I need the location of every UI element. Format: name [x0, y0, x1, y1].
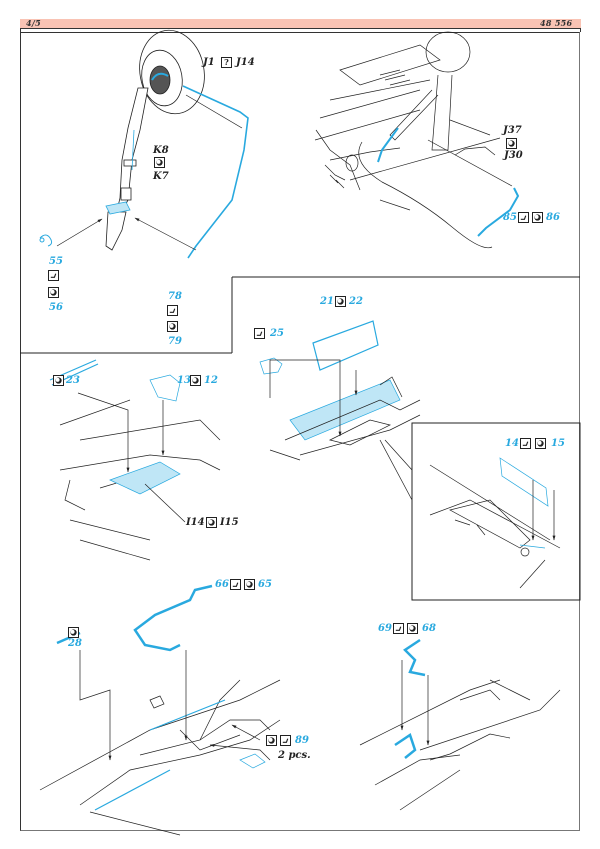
label-14: 14 [505, 438, 519, 449]
bend-icon [48, 270, 59, 281]
left-bay-drawing [49, 359, 221, 561]
page-number: 4/5 [26, 18, 41, 28]
label-15: 15 [551, 438, 565, 449]
panel-dividers [20, 276, 581, 601]
bay-leaders [427, 119, 513, 187]
label-J1: J1 [203, 57, 215, 68]
fold-icon [266, 735, 277, 746]
fold-icon [167, 321, 178, 332]
kit-number: 48 556 [540, 18, 573, 28]
bottom-left-drawing [39, 584, 281, 836]
bend-icon [167, 305, 178, 316]
fold-icon [53, 375, 64, 386]
fold-icon [206, 517, 217, 528]
strut-drawing [105, 87, 149, 251]
inset-drawing [429, 457, 561, 589]
bend-icon [230, 579, 241, 590]
inset-box [411, 422, 581, 601]
label-J37: J37 [503, 125, 522, 136]
bend-icon [518, 212, 529, 223]
header-band [20, 19, 581, 28]
label-66: 66 [215, 579, 229, 590]
label-85: 85 [503, 212, 517, 223]
bend-icon [393, 623, 404, 634]
label-69: 69 [378, 623, 392, 634]
label-I14: I14 [186, 517, 205, 528]
fold-icon [190, 375, 201, 386]
fold-icon [535, 438, 546, 449]
label-12: 12 [204, 375, 218, 386]
fold-icon [532, 212, 543, 223]
label-65: 65 [258, 579, 272, 590]
label-13: 13 [177, 375, 191, 386]
fold-icon [154, 157, 165, 168]
quantity-label: 2 pcs. [278, 750, 311, 761]
bend-icon [520, 438, 531, 449]
left-bay-leaders [77, 392, 186, 523]
fold-icon [68, 627, 79, 638]
label-78: 78 [168, 291, 182, 302]
label-J14: J14 [236, 57, 255, 68]
fold-icon [335, 296, 346, 307]
label-K8: K8 [153, 145, 169, 156]
label-I15: I15 [220, 517, 239, 528]
label-22: 22 [349, 296, 363, 307]
label-79: 79 [168, 336, 182, 347]
wheel-drawing [139, 29, 205, 115]
bay-drawing [314, 31, 501, 249]
right-bay-drawing [259, 320, 421, 461]
clip-part [39, 234, 53, 247]
unknown-icon: ? [221, 57, 232, 68]
bottom-left-leaders [79, 650, 271, 761]
label-25: 25 [270, 328, 284, 339]
header-tick-left [20, 28, 21, 32]
label-J30: J30 [504, 150, 523, 161]
fold-icon [407, 623, 418, 634]
fold-icon [506, 138, 517, 149]
bend-icon [280, 735, 291, 746]
label-21: 21 [320, 296, 334, 307]
right-bay-leaders [269, 359, 413, 501]
label-K7: K7 [153, 171, 169, 182]
label-86: 86 [546, 212, 560, 223]
bay-line-part [377, 127, 520, 237]
bottom-right-drawing [359, 638, 561, 811]
header-tick-right [580, 28, 581, 32]
fold-icon [244, 579, 255, 590]
label-23: 23 [66, 375, 80, 386]
label-28: 28 [68, 638, 82, 649]
label-56: 56 [49, 302, 63, 313]
label-89: 89 [295, 735, 309, 746]
leader-lines [56, 94, 243, 251]
label-55: 55 [49, 256, 63, 267]
fold-icon [48, 287, 59, 298]
label-68: 68 [422, 623, 436, 634]
header-rule [20, 28, 581, 29]
brake-line [182, 85, 249, 259]
bend-icon [254, 328, 265, 339]
